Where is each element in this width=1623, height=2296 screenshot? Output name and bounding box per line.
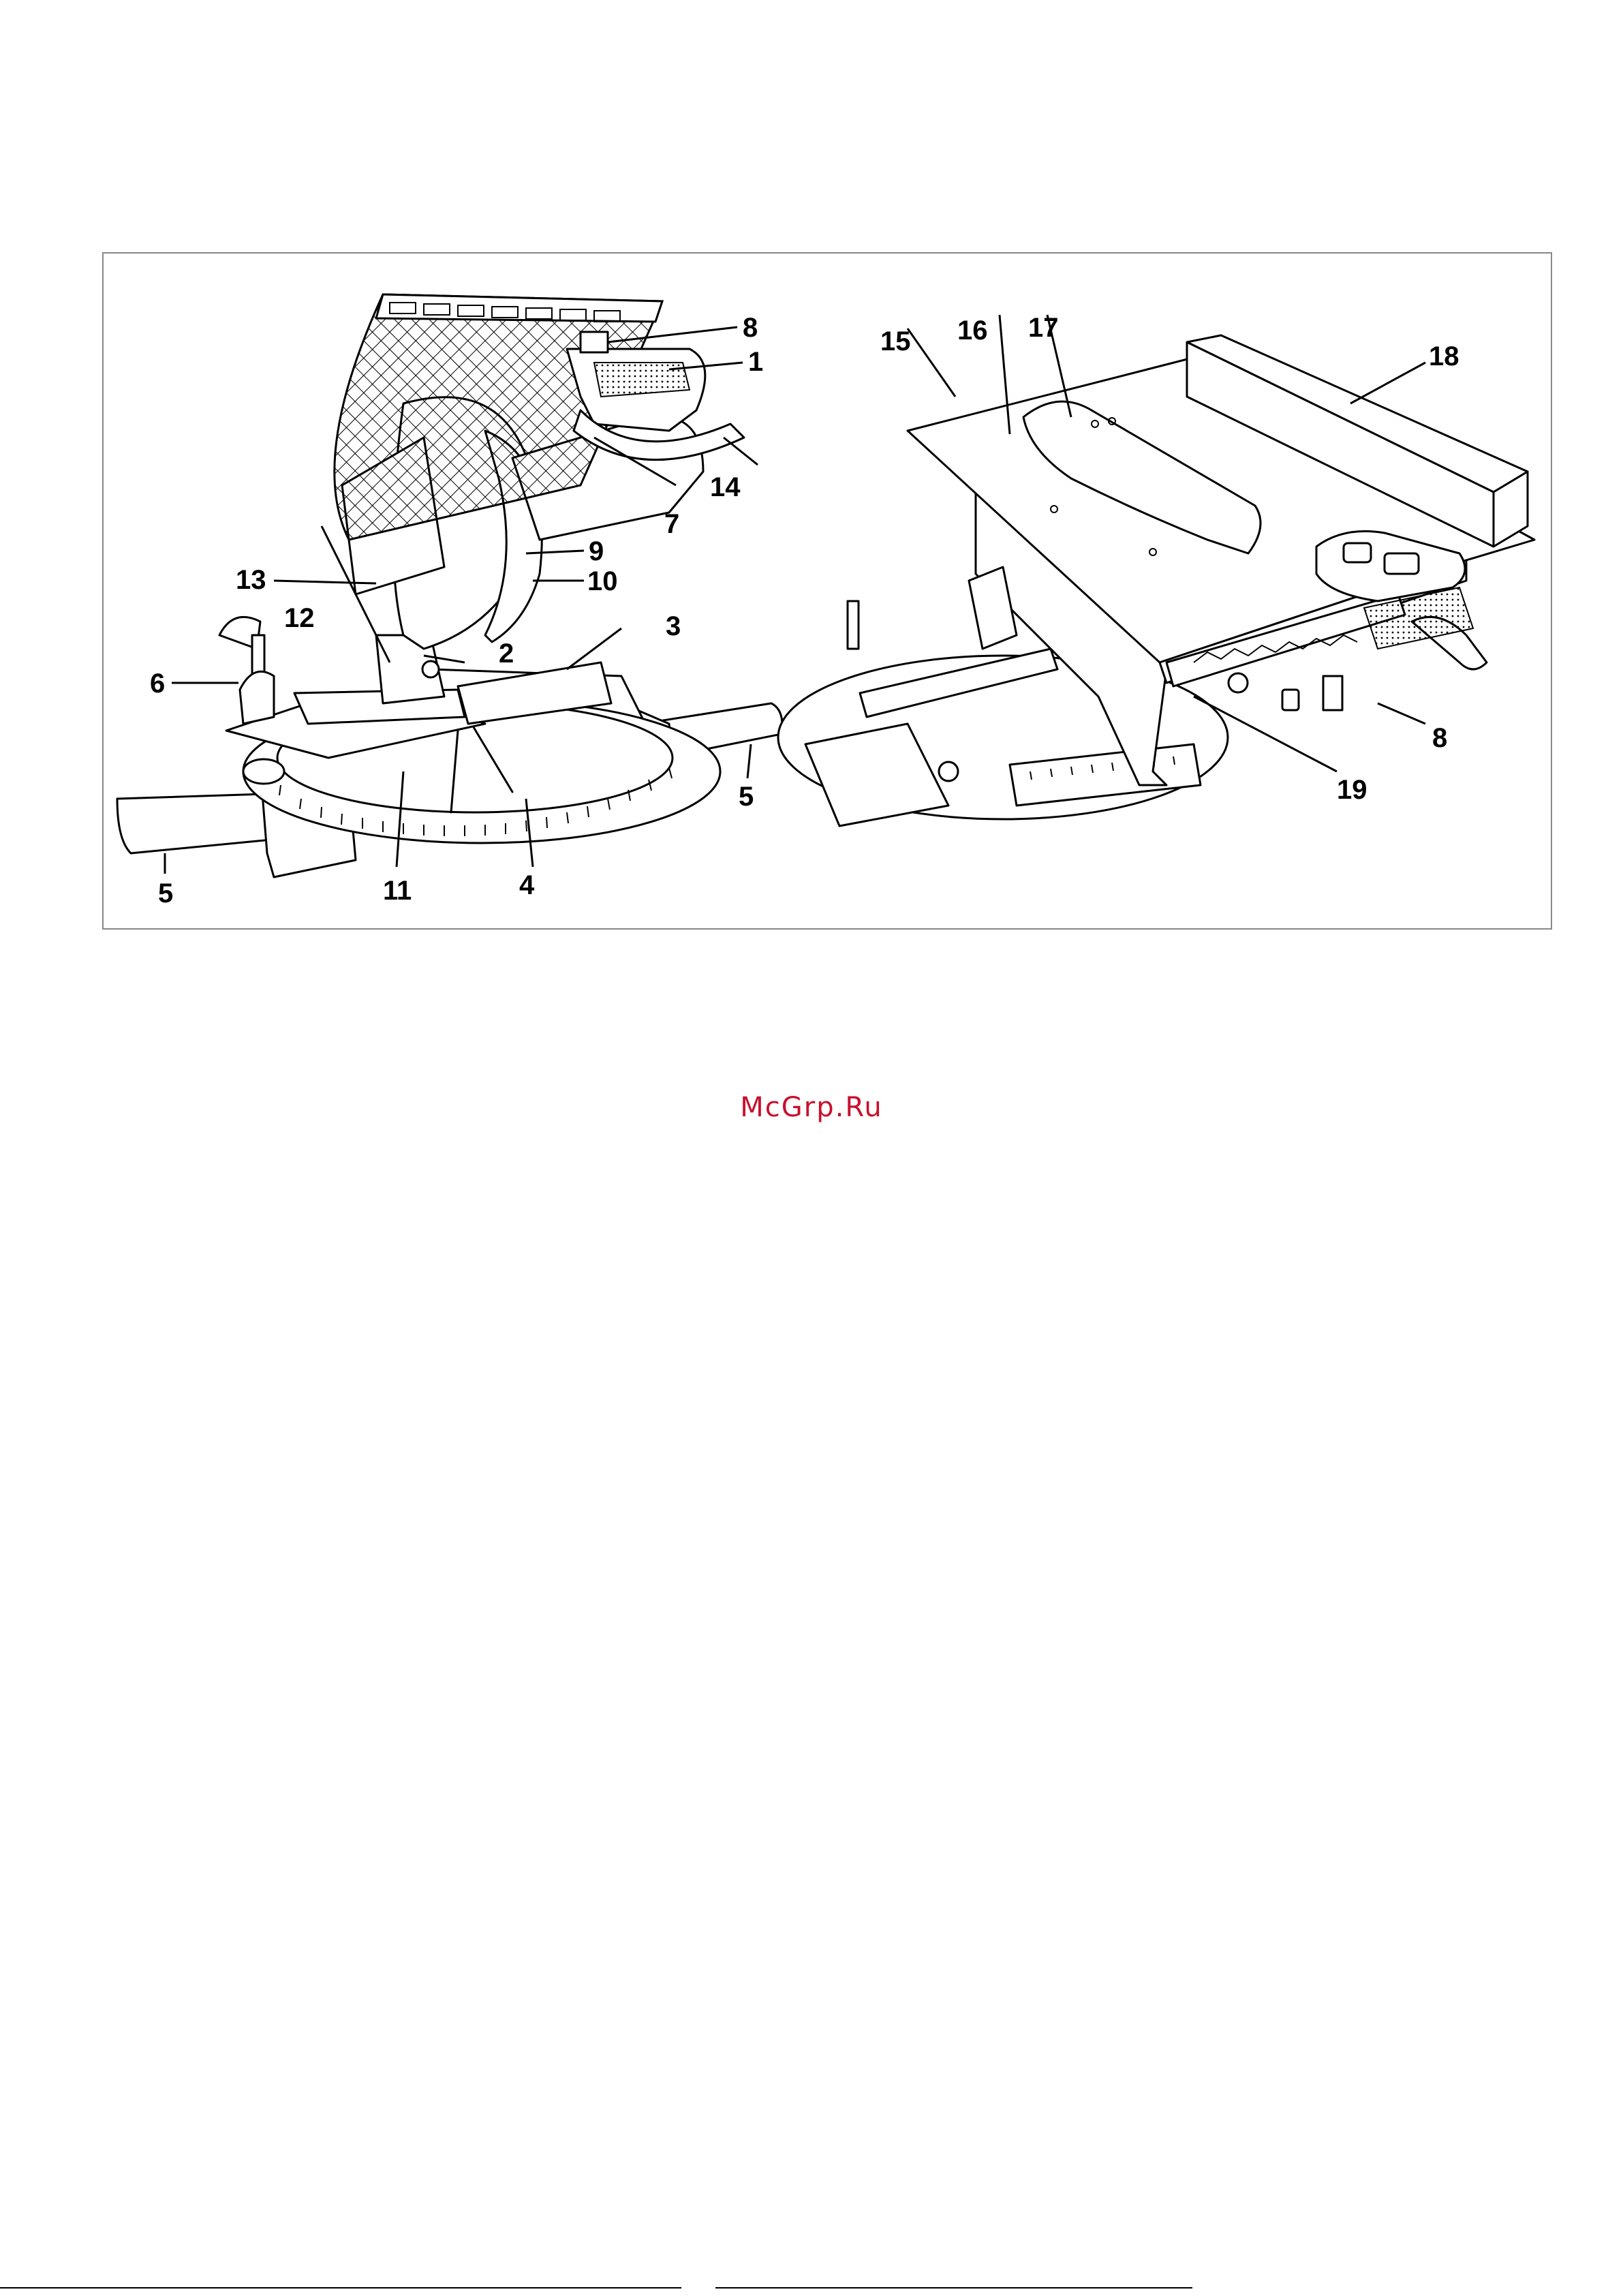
callout-9: 9 bbox=[589, 536, 604, 566]
callout-5-right: 5 bbox=[739, 782, 754, 812]
callout-12: 12 bbox=[284, 603, 315, 633]
handle-switch bbox=[581, 332, 608, 352]
left-saw-drawing bbox=[117, 294, 782, 877]
callout-11: 11 bbox=[383, 876, 412, 906]
callout-17: 17 bbox=[1028, 313, 1059, 343]
callout-15: 15 bbox=[880, 326, 911, 356]
callout-8-right: 8 bbox=[1432, 723, 1447, 753]
callout-3: 3 bbox=[666, 611, 681, 641]
callout-16: 16 bbox=[957, 316, 988, 346]
callout-14: 14 bbox=[710, 472, 741, 502]
callout-8-left: 8 bbox=[743, 313, 758, 343]
miter-saw-diagram: 8 1 14 7 9 10 13 12 2 3 6 5 5 11 4 bbox=[104, 254, 1554, 931]
watermark: McGrp.Ru bbox=[0, 1092, 1623, 1123]
handle-grip bbox=[594, 363, 690, 397]
right-saw-drawing bbox=[778, 335, 1534, 826]
callout-4: 4 bbox=[519, 870, 535, 900]
callout-7: 7 bbox=[664, 509, 679, 539]
figure-frame: 8 1 14 7 9 10 13 12 2 3 6 5 5 11 4 bbox=[102, 252, 1552, 930]
callout-10: 10 bbox=[587, 566, 618, 596]
callout-13: 13 bbox=[236, 565, 266, 595]
footer-rule bbox=[0, 2287, 681, 2289]
callout-5-left: 5 bbox=[158, 878, 173, 908]
callout-2: 2 bbox=[499, 639, 514, 669]
callout-18: 18 bbox=[1429, 341, 1459, 371]
callout-1: 1 bbox=[748, 347, 763, 377]
callout-6: 6 bbox=[150, 669, 165, 699]
footer-rule-right bbox=[715, 2287, 1192, 2289]
callout-19: 19 bbox=[1337, 775, 1367, 805]
